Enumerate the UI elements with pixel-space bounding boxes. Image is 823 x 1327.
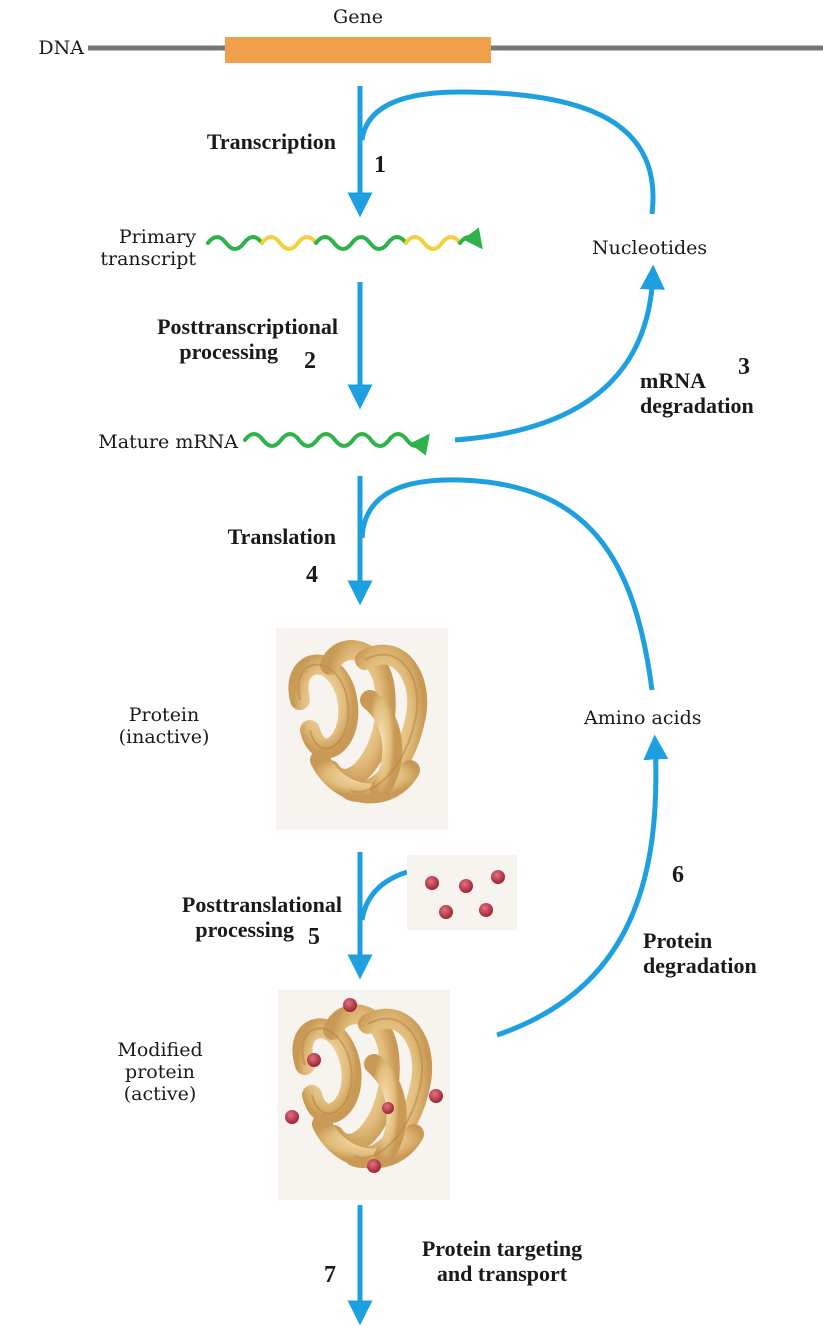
step-6-number: 6 xyxy=(672,862,684,890)
step-1-number: 1 xyxy=(374,152,386,180)
transcription-label: Transcription xyxy=(60,129,336,154)
gene-box xyxy=(225,37,491,63)
posttranslational-processing-label: Posttranslational processing xyxy=(20,892,342,943)
posttranslational-line-1: Posttranslational xyxy=(20,892,342,917)
mrna-degradation-line-2: degradation xyxy=(640,393,754,418)
protein-inactive-line-2: (inactive) xyxy=(104,727,224,749)
nucleotides-recycle-curve xyxy=(362,92,653,214)
translation-label: Translation xyxy=(60,524,336,549)
primary-transcript-wave xyxy=(208,237,478,249)
protein-targeting-line-1: Protein targeting xyxy=(378,1236,626,1261)
mature-mrna-wave xyxy=(245,434,425,446)
protein-targeting-label: Protein targeting and transport xyxy=(378,1236,626,1287)
modified-protein-label: Modified protein (active) xyxy=(100,1040,220,1106)
primary-transcript-line-2: transcript xyxy=(40,249,196,271)
primary-transcript-line-1: Primary xyxy=(40,227,196,249)
mature-mrna-label: Mature mRNA xyxy=(20,432,238,454)
step-4-number: 4 xyxy=(306,562,318,590)
mrna-degradation-label: mRNA degradation xyxy=(640,368,754,419)
protein-degradation-line-2: degradation xyxy=(643,953,757,978)
protein-degradation-line-1: Protein xyxy=(643,928,757,953)
posttranslational-line-2: processing xyxy=(20,917,342,942)
protein-targeting-line-2: and transport xyxy=(378,1261,626,1286)
modified-protein-line-2: protein xyxy=(100,1062,220,1084)
step-5-number: 5 xyxy=(308,924,320,952)
protein-degradation-curve xyxy=(497,742,656,1035)
protein-inactive-line-1: Protein xyxy=(104,705,224,727)
mrna-degradation-curve xyxy=(455,272,653,440)
gene-label: Gene xyxy=(318,7,398,29)
step-7-number: 7 xyxy=(324,1262,336,1290)
nucleotides-label: Nucleotides xyxy=(592,238,707,260)
amino-acids-label: Amino acids xyxy=(584,708,702,730)
posttranscriptional-line-1: Posttranscriptional xyxy=(20,314,338,339)
modification-branch-curve xyxy=(362,872,407,920)
step-3-number: 3 xyxy=(738,354,750,382)
dna-label: DNA xyxy=(10,38,84,60)
modified-protein-line-1: Modified xyxy=(100,1040,220,1062)
step-2-number: 2 xyxy=(304,348,316,376)
primary-transcript-label: Primary transcript xyxy=(40,227,196,271)
modified-protein-line-3: (active) xyxy=(100,1084,220,1106)
protein-inactive-label: Protein (inactive) xyxy=(104,705,224,749)
posttranscriptional-processing-label: Posttranscriptional processing xyxy=(20,314,338,365)
posttranscriptional-line-2: processing xyxy=(20,339,338,364)
inactive-protein-illustration xyxy=(276,628,448,830)
modified-protein-illustration xyxy=(278,990,450,1200)
mrna-degradation-line-1: mRNA xyxy=(640,368,754,393)
modification-groups-illustration xyxy=(407,855,517,930)
protein-degradation-label: Protein degradation xyxy=(643,928,757,979)
